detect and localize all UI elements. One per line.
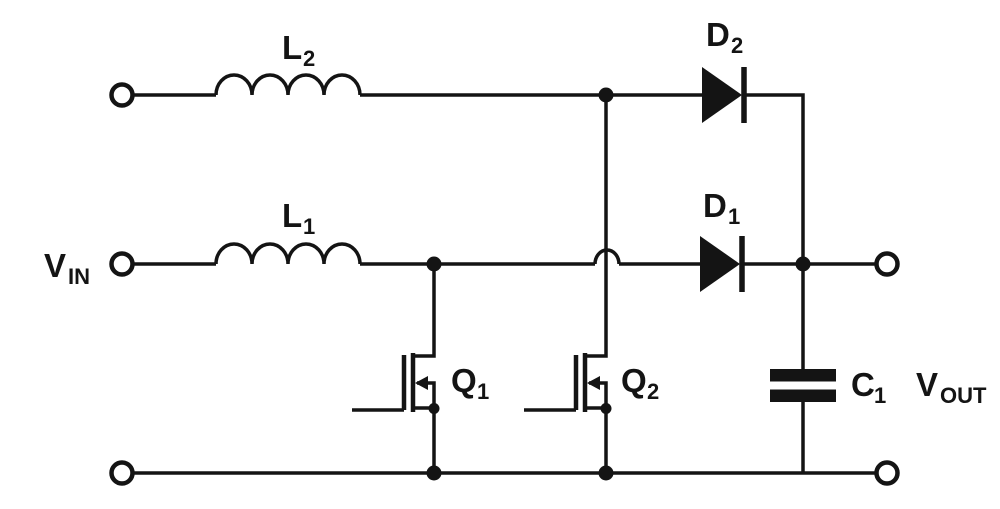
terminal-output-bottom (874, 460, 900, 486)
mosfet-Q1-source (417, 381, 436, 473)
label-Q2: Q 2 (621, 362, 659, 404)
label-L1-sub: 1 (303, 214, 315, 239)
wire-D2-to-output-node (746, 93, 805, 369)
label-VOUT: V OUT (916, 366, 987, 408)
label-D1: D 1 (703, 187, 740, 229)
label-VIN: V IN (44, 247, 90, 289)
label-L2-main: L (282, 29, 302, 66)
label-Q1-sub: 1 (477, 379, 489, 404)
junction-dot-rail-Q2 (598, 465, 614, 481)
mosfet-Q1-drain (413, 264, 436, 358)
label-L1-main: L (282, 197, 302, 234)
label-L1: L 1 (282, 197, 315, 239)
capacitor-C1-bottom-plate (770, 389, 836, 402)
label-L2: L 2 (282, 29, 315, 71)
label-VOUT-sub: OUT (940, 383, 987, 408)
terminal-input-bottom (109, 460, 135, 486)
label-D2-sub: 2 (731, 33, 743, 58)
junction-dot-L1-output (426, 256, 442, 272)
label-Q2-main: Q (621, 362, 647, 399)
mosfet-Q2-drain (585, 95, 608, 358)
capacitor-C1-top-plate (770, 369, 836, 382)
inductor-L1 (214, 242, 362, 265)
label-L2-sub: 2 (303, 46, 315, 71)
label-C1: C 1 (851, 366, 886, 408)
mosfet-Q2-source (589, 381, 608, 473)
label-D1-sub: 1 (728, 204, 740, 229)
terminal-output-top (874, 251, 900, 277)
diode-D1 (700, 236, 740, 292)
junction-dot-Q2-source (600, 403, 612, 414)
label-Q2-sub: 2 (647, 379, 659, 404)
inductor-L2 (214, 73, 362, 96)
label-Q1: Q 1 (451, 362, 489, 404)
label-D2: D 2 (706, 16, 743, 58)
terminal-input-top (109, 82, 135, 108)
diode-D2 (702, 67, 742, 123)
label-VIN-main: V (44, 247, 66, 284)
junction-dot-Q1-source (428, 403, 440, 414)
label-VOUT-main: V (916, 366, 938, 403)
junction-dot-rail-Q1 (426, 465, 442, 481)
label-C1-main: C (851, 366, 875, 403)
label-Q1-main: Q (451, 362, 477, 399)
junction-dot-output-node (795, 256, 811, 272)
mosfet-Q1-body-arrow (415, 376, 428, 390)
label-D1-main: D (703, 187, 727, 224)
label-D2-main: D (706, 16, 730, 53)
label-VIN-sub: IN (68, 264, 90, 289)
mosfet-Q2-body-arrow (587, 376, 600, 390)
label-C1-sub: 1 (874, 383, 886, 408)
junction-dot-top-row (598, 87, 614, 103)
terminal-input-middle (109, 251, 135, 277)
